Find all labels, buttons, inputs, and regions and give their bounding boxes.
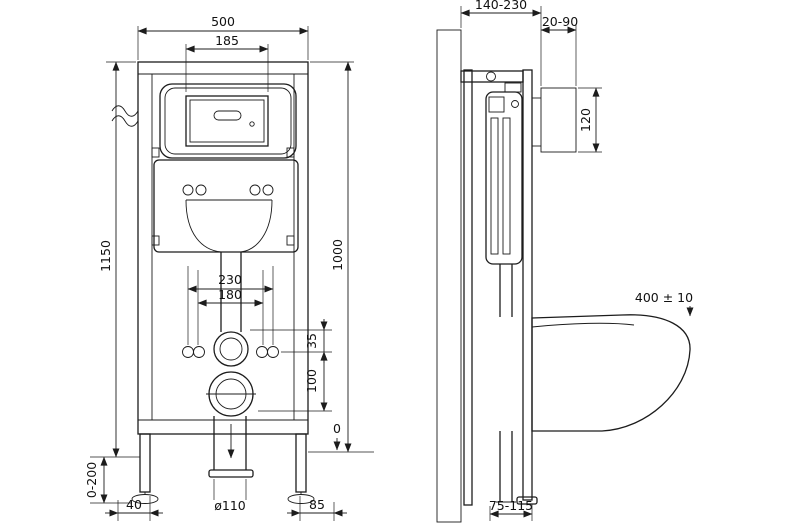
dim-front-0-200: 0-200 bbox=[84, 462, 99, 498]
pipes-side bbox=[496, 264, 516, 503]
dim-front-100: 100 bbox=[304, 369, 319, 393]
dim-side-140-230: 140-230 bbox=[475, 0, 527, 12]
dim-side-20-90: 20-90 bbox=[542, 14, 578, 29]
right-leg bbox=[295, 433, 307, 493]
wall-bracket-bolt bbox=[486, 71, 496, 82]
dim-front-40: 40 bbox=[126, 497, 142, 512]
mounting-frame bbox=[131, 61, 315, 504]
dim-front-drain-diameter: ø110 bbox=[214, 498, 246, 513]
dim-front-35: 35 bbox=[304, 333, 319, 349]
front-view: 500 185 1150 0-200 1000 0 bbox=[84, 14, 374, 521]
cistern-side-profile bbox=[485, 91, 541, 265]
frame-side-profile bbox=[460, 69, 538, 506]
cistern bbox=[153, 159, 299, 332]
bowl-profile bbox=[531, 314, 691, 432]
drain-flange bbox=[208, 469, 254, 478]
wall-section bbox=[436, 29, 462, 523]
dim-side-120: 120 bbox=[578, 108, 593, 132]
side-view: 140-230 20-90 120 400 ± 10 75-115 bbox=[436, 0, 694, 523]
small-button bbox=[249, 121, 255, 127]
dim-front-1000: 1000 bbox=[330, 239, 345, 271]
right-foot bbox=[287, 494, 315, 504]
dim-front-1150: 1150 bbox=[98, 240, 113, 272]
dim-front-185: 185 bbox=[215, 33, 239, 48]
toilet-bowl bbox=[531, 314, 691, 432]
dim-front-180: 180 bbox=[218, 287, 242, 302]
left-leg bbox=[139, 433, 151, 493]
flush-plate-side-block bbox=[540, 87, 577, 153]
front-dimensions: 500 185 1150 0-200 1000 0 bbox=[84, 14, 374, 521]
flush-plate bbox=[159, 83, 297, 159]
dim-front-500: 500 bbox=[211, 14, 235, 29]
flush-button bbox=[213, 110, 242, 121]
left-foot bbox=[131, 494, 159, 504]
fixing-bolts bbox=[182, 346, 279, 358]
dim-front-85: 85 bbox=[309, 497, 325, 512]
drain-outlet bbox=[206, 371, 256, 478]
dim-front-230: 230 bbox=[218, 272, 242, 287]
dim-side-75-115: 75-115 bbox=[489, 498, 533, 513]
fill-valve bbox=[488, 96, 505, 113]
dim-side-400: 400 ± 10 bbox=[635, 290, 693, 305]
side-dimensions: 140-230 20-90 120 400 ± 10 75-115 bbox=[460, 0, 694, 521]
side-foot bbox=[516, 496, 538, 505]
flush-bend bbox=[213, 331, 249, 367]
dim-front-0: 0 bbox=[333, 421, 341, 436]
